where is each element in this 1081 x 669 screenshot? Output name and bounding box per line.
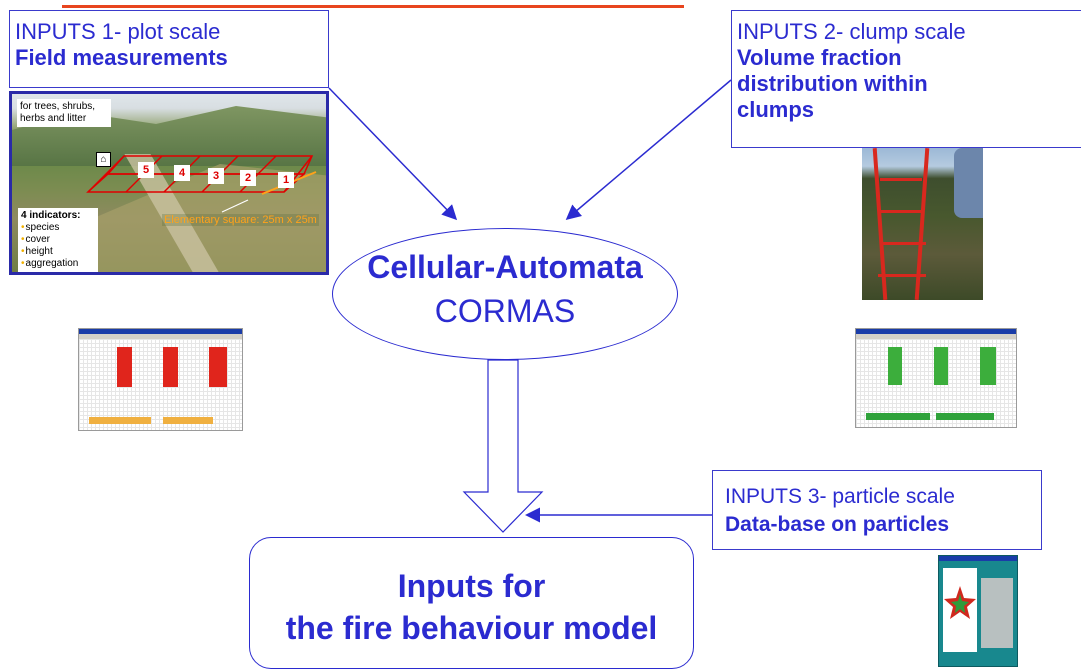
cormas-screenshot-right [855,328,1017,428]
ladder-rung [880,210,924,213]
cellular-automata-ellipse [332,228,678,360]
house-icon: ⌂ [96,152,111,167]
red-block [117,347,132,387]
orange-strip [163,417,213,424]
cellular-automata-title: Cellular-Automata [367,249,643,285]
green-block [888,347,902,385]
indicators-title: 4 indicators: [21,210,81,221]
plot-label-4: 4 [174,165,190,181]
plot-label-1: 1 [278,172,294,188]
green-strip [866,413,930,420]
ladder-rung [880,178,922,181]
output-line2: the fire behaviour model [285,610,658,646]
fire-model-inputs-box [249,537,694,669]
inputs1-box: INPUTS 1- plot scale Field measurements [9,10,329,88]
green-block [980,347,996,385]
red-block [209,347,227,387]
output-line1: Inputs for [397,568,546,604]
clump-photo [862,148,983,300]
ladder-rung [880,242,926,245]
inputs2-title: INPUTS 2- clump scale [737,19,966,44]
inputs3-subtitle: Data-base on particles [725,513,950,536]
inputs2-subtitle: Volume fraction distribution within clum… [737,45,928,122]
indicator-height: height [21,246,95,258]
database-screenshot [938,555,1018,667]
plot-label-2: 2 [240,170,256,186]
db-menu-panel [981,578,1013,648]
indicator-aggregation: aggregation [21,258,95,270]
red-block [163,347,178,387]
top-rule [62,5,684,8]
inputs2-box: INPUTS 2- clump scale Volume fraction di… [731,10,1081,148]
indicator-cover: cover [21,234,95,246]
orange-strip [89,417,151,424]
cormas-screenshot-left [78,328,243,431]
inputs3-title: INPUTS 3- particle scale [725,485,955,508]
green-strip [936,413,994,420]
star-logo-icon [944,586,976,619]
ladder-rung [878,274,926,277]
plot-label-5: 5 [138,162,154,178]
inputs3-box: INPUTS 3- particle scale Data-base on pa… [712,470,1042,550]
indicator-species: species [21,222,95,234]
cormas-title: CORMAS [434,293,576,329]
inputs1-title: INPUTS 1- plot scale [15,19,221,44]
plot-label-3: 3 [208,168,224,184]
db-logo-panel [943,568,977,652]
inputs1-subtitle: Field measurements [15,45,228,70]
indicators-box: 4 indicators: species cover height aggre… [18,208,98,272]
elementary-square-label: Elementary square: 25m x 25m [162,214,319,226]
person-shape [954,148,983,218]
green-block [934,347,948,385]
photo-top-label: for trees, shrubs, herbs and litter [17,99,111,127]
field-photo: for trees, shrubs, herbs and litter 5 4 … [9,91,329,275]
